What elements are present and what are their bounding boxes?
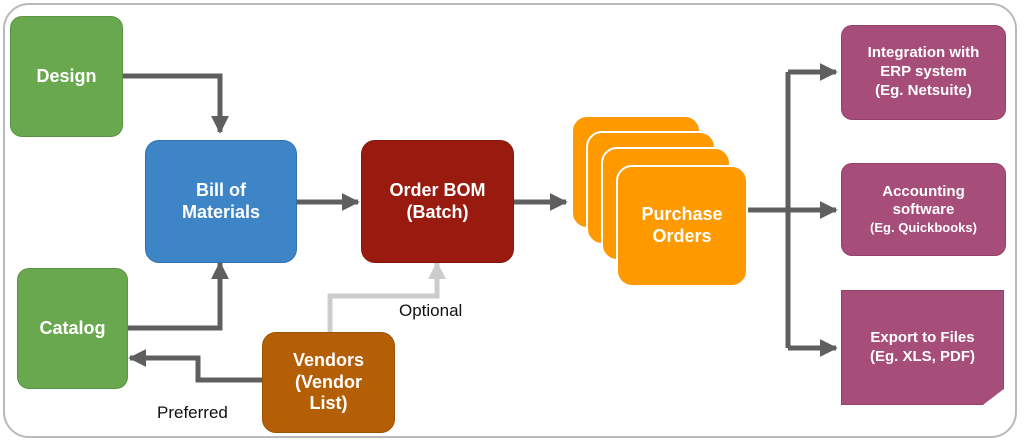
arrow-design-to-bom — [123, 73, 229, 134]
arrow-vendors-optional — [327, 261, 446, 332]
accounting-software-node: Accounting software (Eg. Quickbooks) — [841, 163, 1006, 256]
erp-integration-node: Integration with ERP system (Eg. Netsuit… — [841, 25, 1006, 120]
order-bom-node: Order BOM (Batch) — [361, 140, 514, 263]
vendors-node: Vendors (Vendor List) — [262, 332, 395, 433]
optional-edge-label: Optional — [399, 301, 463, 320]
catalog-node: Catalog — [17, 268, 128, 389]
arrow-vendors-preferred — [128, 349, 262, 383]
bill-of-materials-node: Bill of Materials — [145, 140, 297, 263]
purchase-orders-node: Purchase Orders — [616, 165, 748, 287]
design-node: Design — [10, 16, 123, 137]
arrow-catalog-to-bom — [128, 261, 229, 331]
export-to-files-node: Export to Files (Eg. XLS, PDF) — [841, 290, 1004, 405]
accounting-software-title: Accounting software — [882, 182, 965, 219]
accounting-software-example: (Eg. Quickbooks) — [870, 220, 977, 236]
preferred-edge-label: Preferred — [157, 403, 228, 422]
